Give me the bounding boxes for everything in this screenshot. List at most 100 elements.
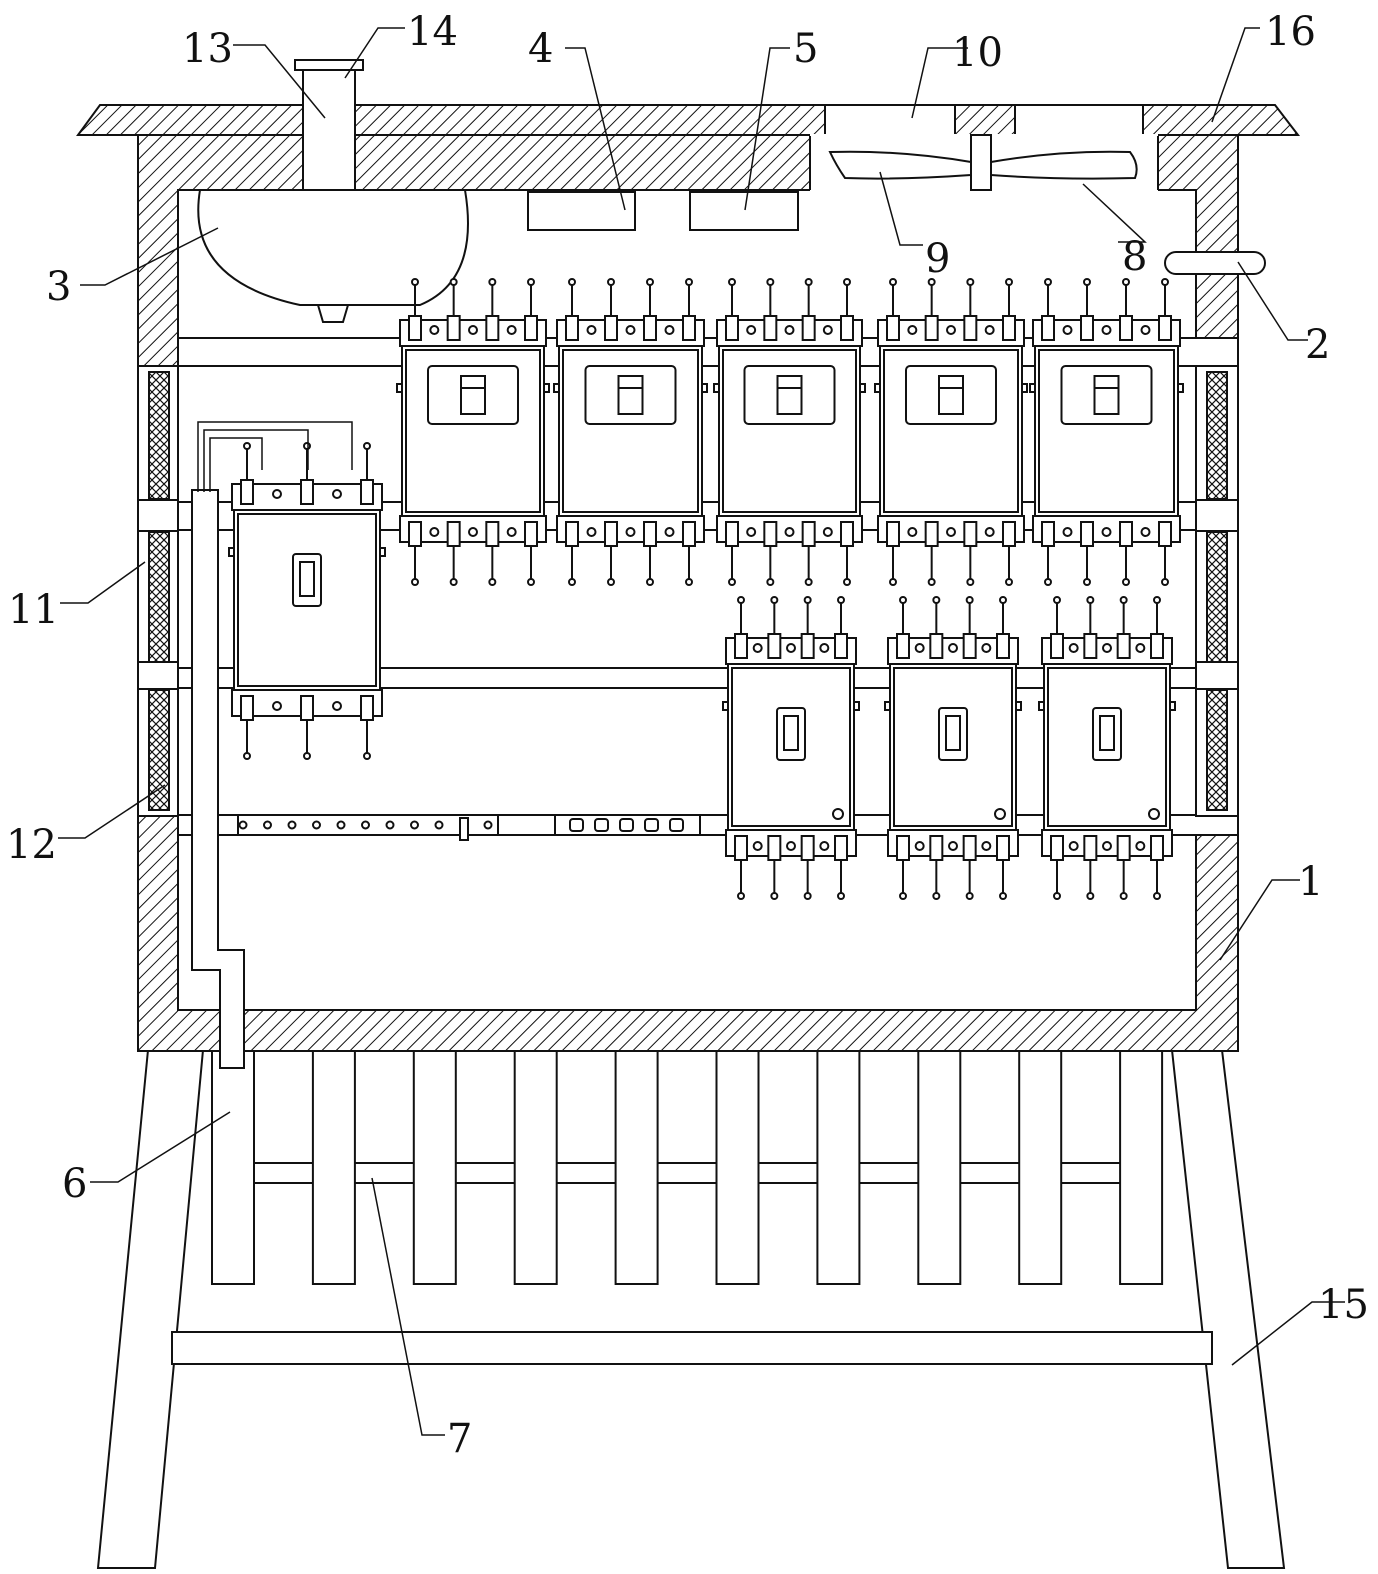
breaker-screw	[787, 842, 795, 850]
breaker-lug	[897, 634, 909, 658]
breaker-lug	[241, 480, 253, 504]
breaker-screw	[786, 326, 794, 334]
breaker-clip	[544, 384, 549, 392]
breaker-lug	[448, 522, 460, 546]
right-filter-divider-2	[1196, 662, 1238, 689]
breaker-lead-tip	[771, 597, 777, 603]
breaker-lead-tip	[1121, 597, 1127, 603]
breaker-lug	[964, 522, 976, 546]
terminal-clip	[460, 818, 468, 840]
breaker-lug	[448, 316, 460, 340]
breaker-lug	[1118, 634, 1130, 658]
circuit-breaker	[723, 597, 859, 899]
breaker-toggle	[778, 376, 802, 414]
stand	[98, 1050, 1284, 1568]
roof	[78, 105, 1298, 135]
breaker-lead-tip	[489, 279, 495, 285]
breaker-lug	[803, 316, 815, 340]
breaker-lug	[241, 696, 253, 720]
breaker-lead-tip	[767, 279, 773, 285]
terminal-screw	[289, 822, 296, 829]
breaker-lug	[644, 316, 656, 340]
breaker-screw	[916, 842, 924, 850]
breaker-lug	[768, 634, 780, 658]
breaker-lug	[764, 316, 776, 340]
breaker-lead-tip	[1000, 597, 1006, 603]
left-filter-divider-2	[138, 662, 178, 689]
left-filter-3	[149, 690, 169, 810]
callout-8: 8	[1122, 234, 1147, 280]
terminal-screw	[313, 822, 320, 829]
door-handle	[1165, 252, 1265, 274]
breaker-screw	[1142, 528, 1150, 536]
breaker-lead-tip	[569, 579, 575, 585]
callout-7: 7	[447, 1416, 472, 1462]
terminal-screw	[387, 822, 394, 829]
breaker-lug	[802, 634, 814, 658]
breaker-indicator	[995, 809, 1005, 819]
callout-13: 13	[182, 26, 233, 72]
breaker-lead-tip	[967, 597, 973, 603]
breaker-lead-tip	[1084, 279, 1090, 285]
breaker-screw	[986, 326, 994, 334]
breaker-lug	[887, 522, 899, 546]
breaker-lead-tip	[1162, 579, 1168, 585]
breaker-lead-tip	[900, 597, 906, 603]
callout-3: 3	[46, 264, 71, 310]
breaker-lead-tip	[1084, 579, 1090, 585]
breaker-screw	[627, 528, 635, 536]
breaker-lug	[997, 836, 1009, 860]
terminal-screw	[485, 822, 492, 829]
breaker-lug	[1151, 634, 1163, 658]
breaker-lead-tip	[805, 893, 811, 899]
breaker-lug	[735, 634, 747, 658]
terminal-screw	[362, 822, 369, 829]
breaker-lead-tip	[1154, 597, 1160, 603]
circuit-breaker	[885, 597, 1021, 899]
breaker-lug	[726, 316, 738, 340]
breaker-clip	[1039, 702, 1044, 710]
breaker-lead-tip	[608, 579, 614, 585]
breaker-lug	[1084, 836, 1096, 860]
breaker-lug	[301, 480, 313, 504]
callout-11: 11	[8, 587, 59, 633]
breaker-lead-tip	[771, 893, 777, 899]
breaker-lead-tip	[967, 893, 973, 899]
breaker-lead-tip	[933, 893, 939, 899]
breaker-screw	[986, 528, 994, 536]
circuit-breaker	[714, 279, 865, 585]
callout-2: 2	[1305, 322, 1330, 368]
breaker-lug	[997, 634, 1009, 658]
right-filter-1	[1207, 372, 1227, 499]
circuit-breaker	[875, 279, 1027, 585]
right-filter-2	[1207, 532, 1227, 662]
right-filter-divider-1	[1196, 500, 1238, 531]
breaker-lead-tip	[1154, 893, 1160, 899]
breaker-screw	[1103, 326, 1111, 334]
breaker-lead-tip	[1162, 279, 1168, 285]
breaker-screw	[747, 528, 755, 536]
breaker-lead-tip	[608, 279, 614, 285]
circuit-breaker	[554, 279, 707, 585]
breaker-lug	[1120, 522, 1132, 546]
breaker-screw	[786, 528, 794, 536]
breaker-lead-tip	[844, 279, 850, 285]
circuit-breaker	[1030, 279, 1183, 585]
breaker-toggle	[1100, 716, 1114, 750]
breaker-lug	[525, 522, 537, 546]
breaker-toggle	[461, 376, 485, 414]
breaker-lug	[1042, 316, 1054, 340]
breaker-screw	[949, 644, 957, 652]
breaker-lead-tip	[844, 579, 850, 585]
breaker-lug	[930, 836, 942, 860]
vent-pipe-body	[303, 70, 355, 192]
circuit-breaker	[397, 279, 549, 585]
breaker-clip	[1022, 384, 1027, 392]
breaker-clip	[554, 384, 559, 392]
pipe-support-rail	[238, 1163, 1123, 1183]
breaker-screw	[754, 644, 762, 652]
breaker-clip	[714, 384, 719, 392]
breaker-screw	[1136, 644, 1144, 652]
breaker-lug	[964, 634, 976, 658]
breaker-lead-tip	[900, 893, 906, 899]
